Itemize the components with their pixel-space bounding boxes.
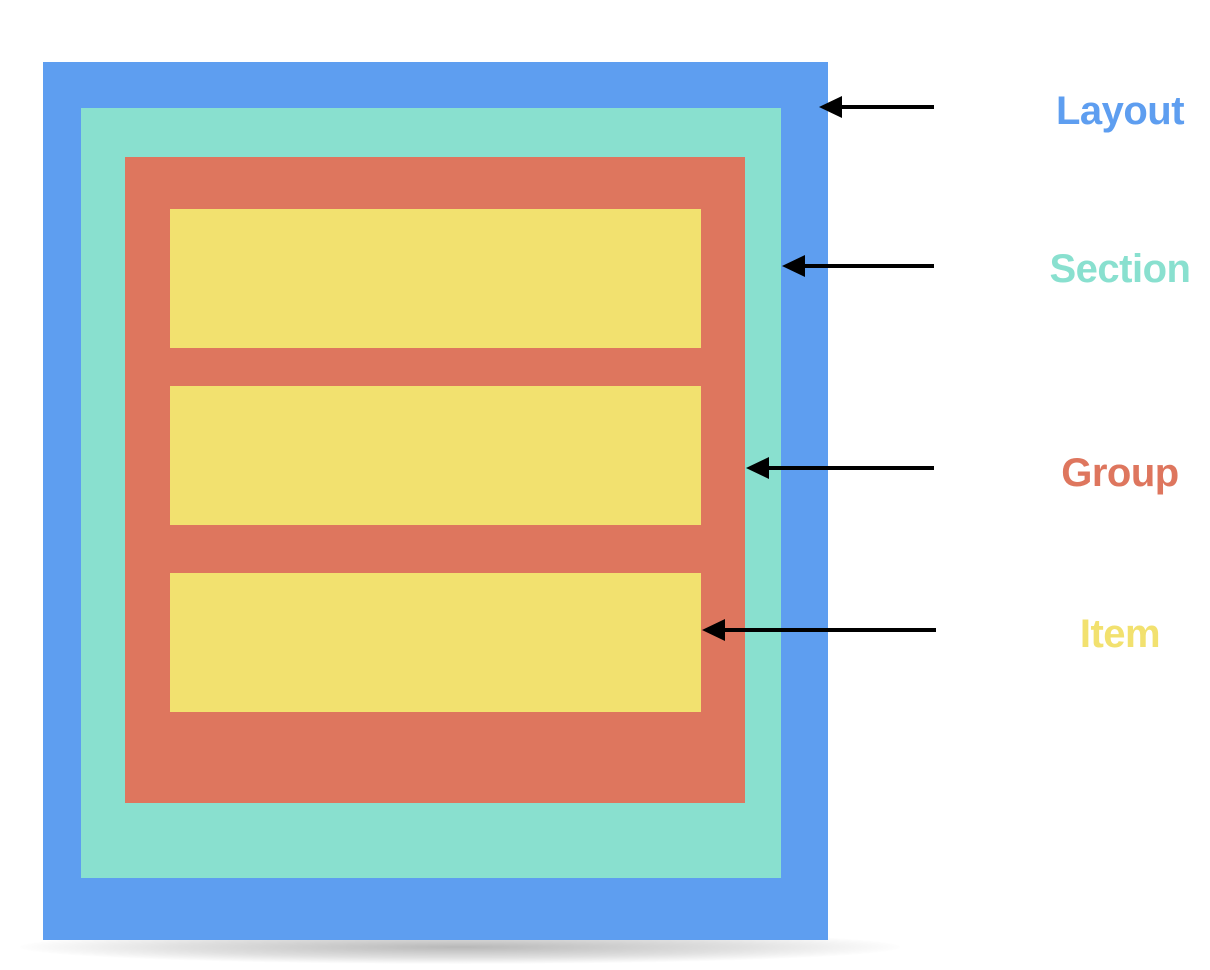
layout-arrow: [819, 96, 934, 118]
group-label: Group: [1061, 451, 1179, 495]
item-box: [170, 573, 701, 712]
layout-label: Layout: [1055, 89, 1185, 133]
item-label: Item: [1079, 612, 1161, 656]
item-box: [170, 386, 701, 525]
group-arrow: [746, 457, 934, 479]
item-arrow: [702, 619, 936, 641]
section-label: Section: [1049, 247, 1191, 291]
section-arrow: [782, 255, 934, 277]
item-box: [170, 209, 701, 348]
